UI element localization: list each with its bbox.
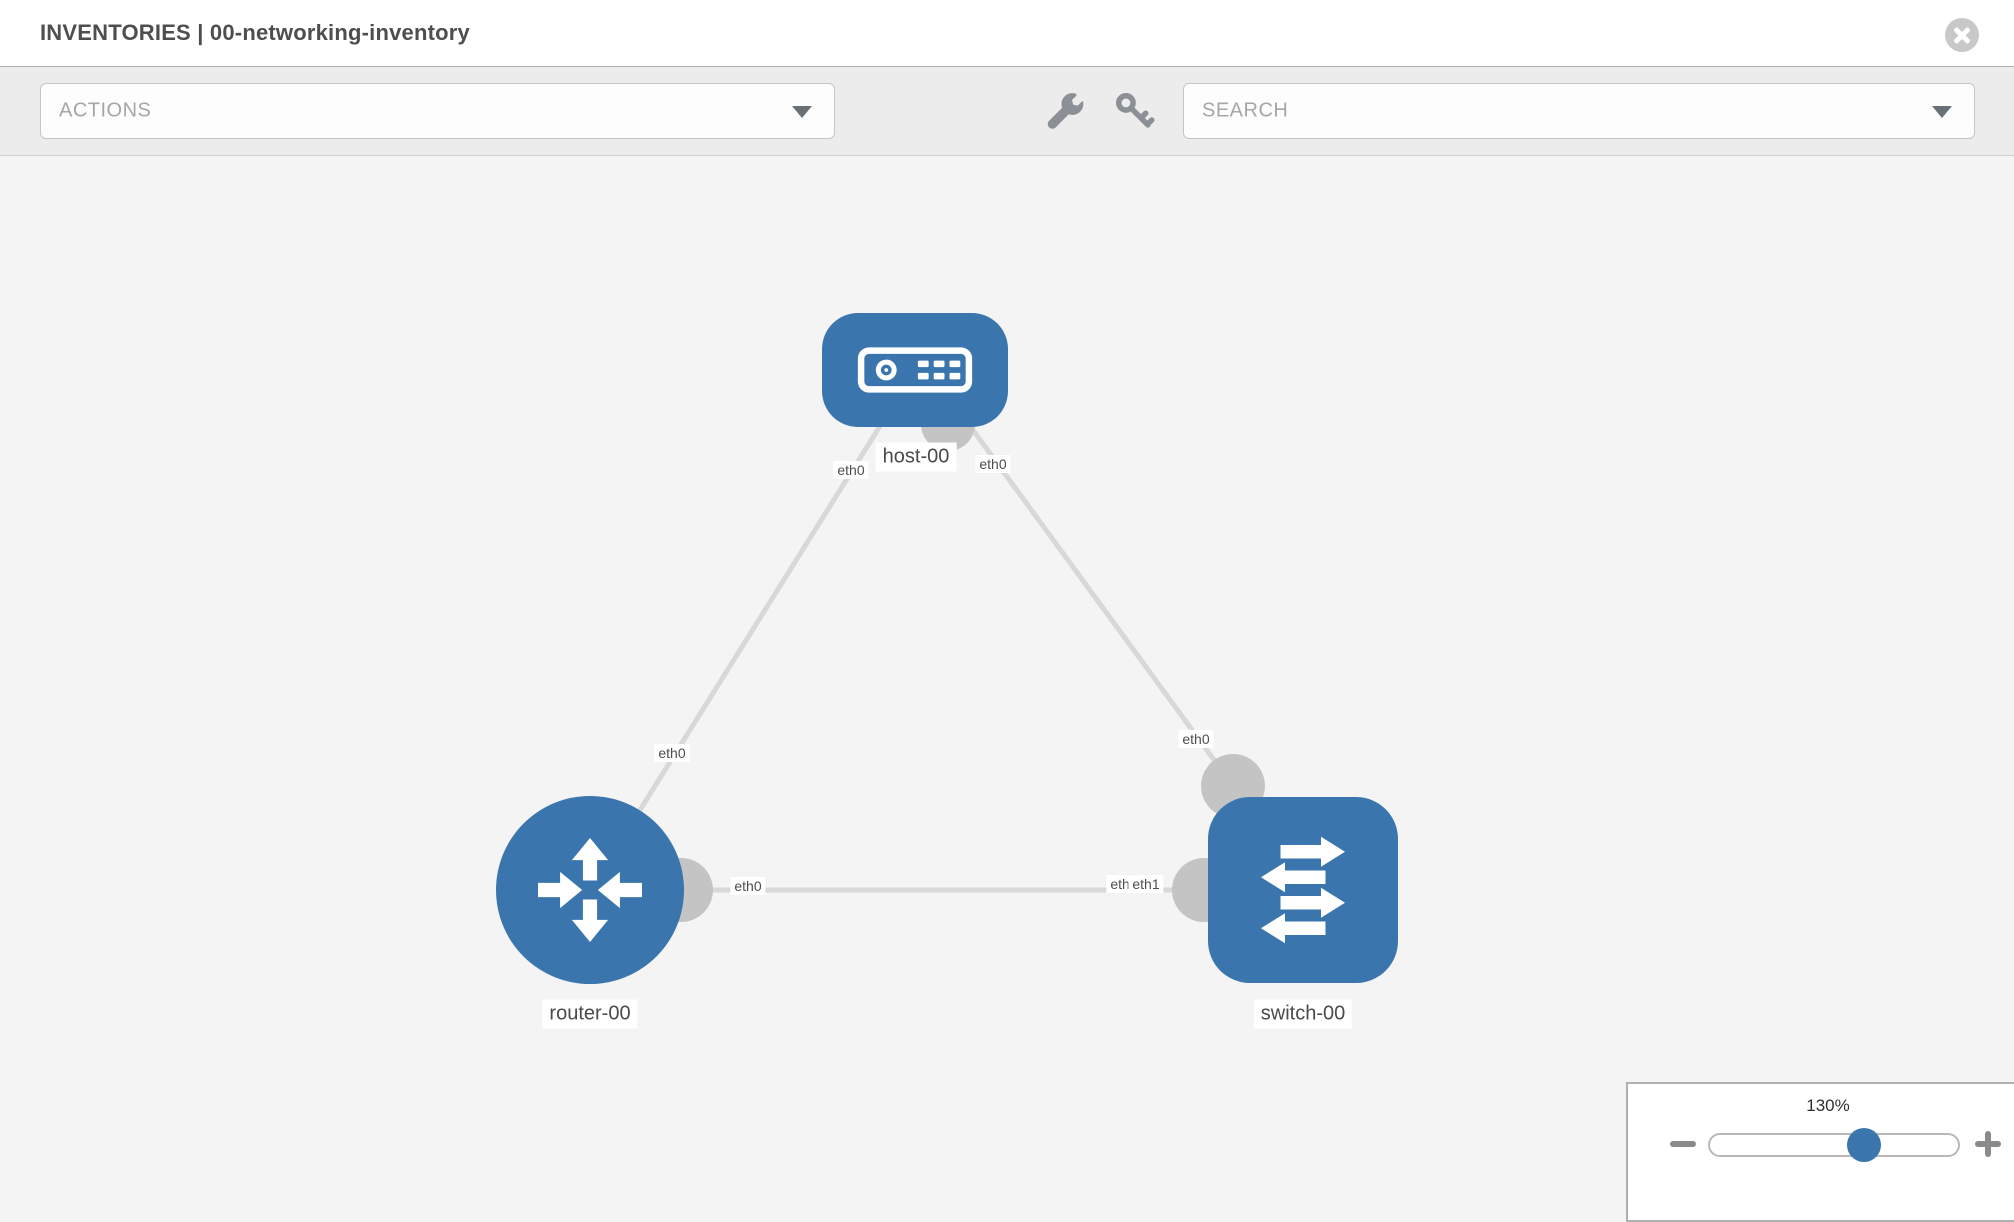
- zoom-in-icon[interactable]: [1975, 1131, 2001, 1157]
- search-dropdown-label: SEARCH: [1202, 99, 1289, 122]
- topology-canvas[interactable]: [0, 157, 2014, 1200]
- zoom-out-icon[interactable]: [1670, 1141, 1696, 1147]
- header: INVENTORIES | 00-networking-inventory: [0, 0, 2014, 67]
- chevron-down-icon: [1932, 106, 1952, 118]
- chevron-down-icon: [792, 106, 812, 118]
- node-router[interactable]: [496, 796, 684, 984]
- close-icon[interactable]: [1945, 18, 1979, 52]
- node-label-switch: switch-00: [1253, 999, 1353, 1029]
- toolbar: ACTIONS SEARCH: [0, 67, 2014, 156]
- switch-icon: [1261, 836, 1345, 944]
- interface-label-host-left: eth0: [833, 461, 869, 479]
- router-icon: [538, 838, 642, 942]
- node-label-router: router-00: [542, 999, 638, 1029]
- interface-label-host-switch-edge: eth0: [1178, 730, 1214, 748]
- node-host[interactable]: [822, 313, 1008, 427]
- zoom-level: 130%: [1806, 1096, 1850, 1115]
- key-icon[interactable]: [1112, 89, 1156, 133]
- zoom-slider-thumb[interactable]: [1847, 1128, 1881, 1162]
- plus-icon-bar: [1985, 1131, 1991, 1157]
- search-dropdown[interactable]: SEARCH: [1183, 83, 1975, 139]
- interface-label-host-router-edge: eth0: [654, 744, 690, 762]
- interface-label-router-side: eth0: [730, 877, 766, 895]
- page-title: INVENTORIES | 00-networking-inventory: [40, 20, 470, 45]
- node-switch[interactable]: [1208, 797, 1398, 983]
- actions-dropdown[interactable]: ACTIONS: [40, 83, 835, 139]
- edge-host-switch[interactable]: [967, 424, 1236, 788]
- interface-label-switch-side-front: eth1: [1128, 875, 1164, 893]
- zoom-slider-track[interactable]: [1708, 1133, 1960, 1157]
- host-icon: [857, 347, 973, 393]
- zoom-panel: 130%: [1626, 1082, 2014, 1222]
- actions-dropdown-label: ACTIONS: [59, 99, 152, 122]
- interface-label-host-right: eth0: [975, 455, 1011, 473]
- node-label-host: host-00: [875, 442, 957, 472]
- wrench-icon[interactable]: [1044, 89, 1088, 133]
